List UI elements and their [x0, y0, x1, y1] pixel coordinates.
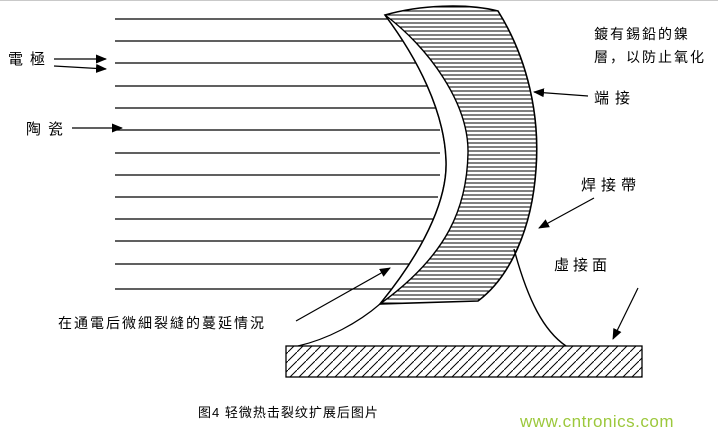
label-plating-note: 鍍有錫鉛的鎳層，以防止氧化	[594, 26, 706, 66]
electrode-layer-lines	[115, 18, 440, 290]
crack-propagation-arrow	[295, 267, 391, 322]
solder-band-arrow	[538, 197, 595, 229]
label-electrode: 電極	[8, 51, 53, 68]
label-ceramic: 陶瓷	[26, 121, 71, 138]
termination-inner-gap	[379, 14, 469, 305]
annotation-arrows	[53, 54, 639, 340]
label-termination: 端接	[594, 90, 637, 107]
virtual-surface-arrow	[612, 287, 639, 340]
termination-arrow	[533, 88, 589, 98]
pcb-pad-hatch	[285, 345, 643, 378]
solder-fillet-right	[513, 248, 567, 347]
label-virtual-contact-surface: 虛接面	[554, 257, 612, 274]
electrode-arrow-lower	[53, 63, 107, 73]
figure-caption: 图4 轻微热击裂纹扩展后图片	[198, 405, 379, 420]
label-crack-propagation-note: 在通電后微細裂縫的蔓延情況	[58, 315, 266, 331]
solder-fillet-left	[297, 303, 381, 347]
label-solder-band: 焊接帶	[581, 177, 642, 194]
watermark-cntronics: www.cntronics.com	[520, 412, 674, 431]
